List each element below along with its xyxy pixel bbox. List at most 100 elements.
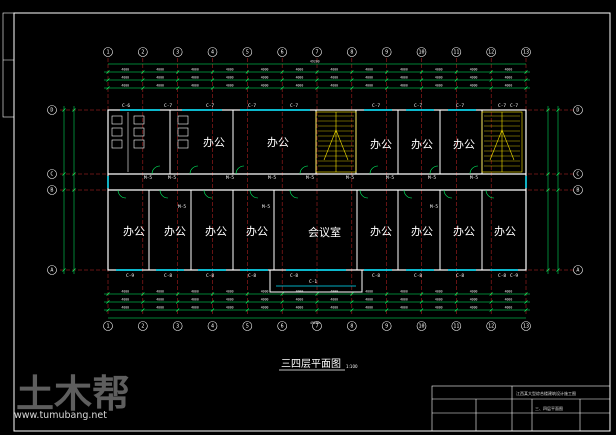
grid-bubble-label: D	[576, 108, 579, 114]
dimension-tick	[245, 70, 250, 74]
overall-dimension-bottom: 49200	[310, 321, 320, 325]
grid-bubble	[347, 321, 357, 331]
dimension-text: 4000	[470, 306, 478, 310]
grid-bubble	[486, 321, 496, 331]
dimension-tick	[210, 300, 215, 304]
dimension-text: 4000	[226, 76, 234, 80]
door-tag: M-5	[346, 175, 354, 181]
grid-bubble-label: 7	[316, 324, 319, 330]
dimension-text: 4000	[261, 76, 269, 80]
title-block-project: 江西某大型综合楼建筑设计施工图	[516, 390, 576, 396]
window-tag-south: C-8	[164, 273, 172, 279]
grid-bubble-label: 13	[523, 324, 529, 330]
dimension-tick	[245, 78, 250, 82]
dimension-text: 4000	[470, 76, 478, 80]
dimension-tick	[384, 300, 389, 304]
dimension-tick	[454, 70, 459, 74]
room-label-office: 办公	[411, 138, 433, 151]
grid-bubble	[47, 105, 57, 115]
door-tag: M-5	[262, 204, 270, 210]
sheet-scale: 1:100	[346, 364, 358, 369]
room-label-meeting: 会议室	[308, 225, 341, 239]
dimension-tick	[454, 86, 459, 90]
windows	[107, 109, 527, 271]
door-tag: M-5	[268, 175, 276, 181]
dimension-text: 4000	[226, 68, 234, 72]
grid-bubble-label: 3	[176, 324, 179, 330]
grid-bubble	[242, 321, 253, 331]
dimension-tick	[175, 70, 180, 74]
window-tag-north: C-7	[372, 103, 380, 109]
dimension-text: 4000	[470, 290, 478, 294]
dimension-text: 4000	[330, 68, 338, 72]
grid-bubble	[486, 47, 496, 57]
dimension-tick	[546, 108, 550, 112]
door-tag: M-5	[430, 204, 438, 210]
grid-bubble	[573, 169, 583, 179]
dimension-text: 4000	[330, 306, 338, 310]
entrance-door-tag: C-1	[309, 279, 317, 285]
dimension-tick	[489, 86, 493, 90]
grid-bubble	[138, 47, 148, 57]
grid-bubble-label: 12	[488, 50, 494, 56]
grid-bubble-label: 7	[316, 50, 319, 56]
grid-bubble-label: A	[576, 268, 579, 274]
dimension-text: 4000	[226, 84, 234, 88]
dimension-text: 4000	[156, 84, 164, 88]
dimension-tick	[106, 292, 110, 296]
grid-bubble	[47, 265, 57, 275]
door-swing	[235, 165, 245, 175]
dimension-text: 4000	[435, 306, 443, 310]
dimension-tick	[524, 78, 528, 82]
grid-bubble-label: 8	[350, 324, 353, 330]
toilet-fixtures	[111, 112, 189, 172]
dimension-tick	[106, 308, 110, 312]
dimension-tick	[106, 78, 110, 82]
dimension-text: 4000	[261, 84, 269, 88]
dimension-chain-side	[62, 106, 560, 274]
grid-bubble-label: 4	[211, 324, 214, 330]
dimension-tick	[556, 108, 560, 112]
grid-bubble	[103, 321, 113, 331]
dimension-text: 4000	[156, 290, 164, 294]
title-block-drawing-name: 三、四层平面图	[535, 405, 563, 411]
grid-bubble	[242, 47, 253, 57]
window-tag-north: C-7	[248, 103, 256, 109]
dimension-tick	[72, 188, 76, 192]
dimension-tick	[72, 172, 76, 176]
dimension-tick	[350, 70, 354, 74]
dimension-tick	[175, 86, 180, 90]
dimension-tick	[62, 172, 66, 176]
dimension-text: 4000	[121, 290, 129, 294]
dimension-text: 4000	[330, 76, 338, 80]
grid-bubble-label: 6	[281, 324, 284, 330]
dimension-text: 4000	[226, 306, 234, 310]
dimension-tick	[489, 300, 493, 304]
door-swing	[189, 165, 199, 175]
dimension-tick	[280, 308, 284, 312]
grid-bubble	[416, 47, 427, 57]
window-tag-south: C-8	[498, 273, 506, 279]
dimension-text: 4000	[470, 68, 478, 72]
dimension-text: 4000	[435, 68, 443, 72]
grid-bubble-label: 9	[385, 324, 388, 330]
door-swing	[151, 165, 161, 175]
window-tag-north: C-7	[414, 103, 422, 109]
grid-bubble	[521, 47, 531, 57]
dimension-text: 4000	[435, 298, 443, 302]
dimension-tick	[489, 292, 493, 296]
dimension-text: 4000	[191, 84, 199, 88]
door-swing	[117, 189, 127, 199]
dimension-text: 4000	[296, 298, 304, 302]
door-tag: M-5	[144, 175, 152, 181]
grid-bubble	[381, 321, 392, 331]
dimension-tick	[489, 78, 493, 82]
room-label-office: 办公	[453, 138, 475, 151]
dimension-text: 4000	[470, 298, 478, 302]
dimension-text: 4000	[365, 68, 373, 72]
window-tag-south: C-8	[206, 273, 214, 279]
door-swings	[117, 165, 495, 199]
stair-left	[315, 111, 357, 173]
dimension-tick	[419, 86, 424, 90]
entrance-canopy	[269, 270, 363, 293]
